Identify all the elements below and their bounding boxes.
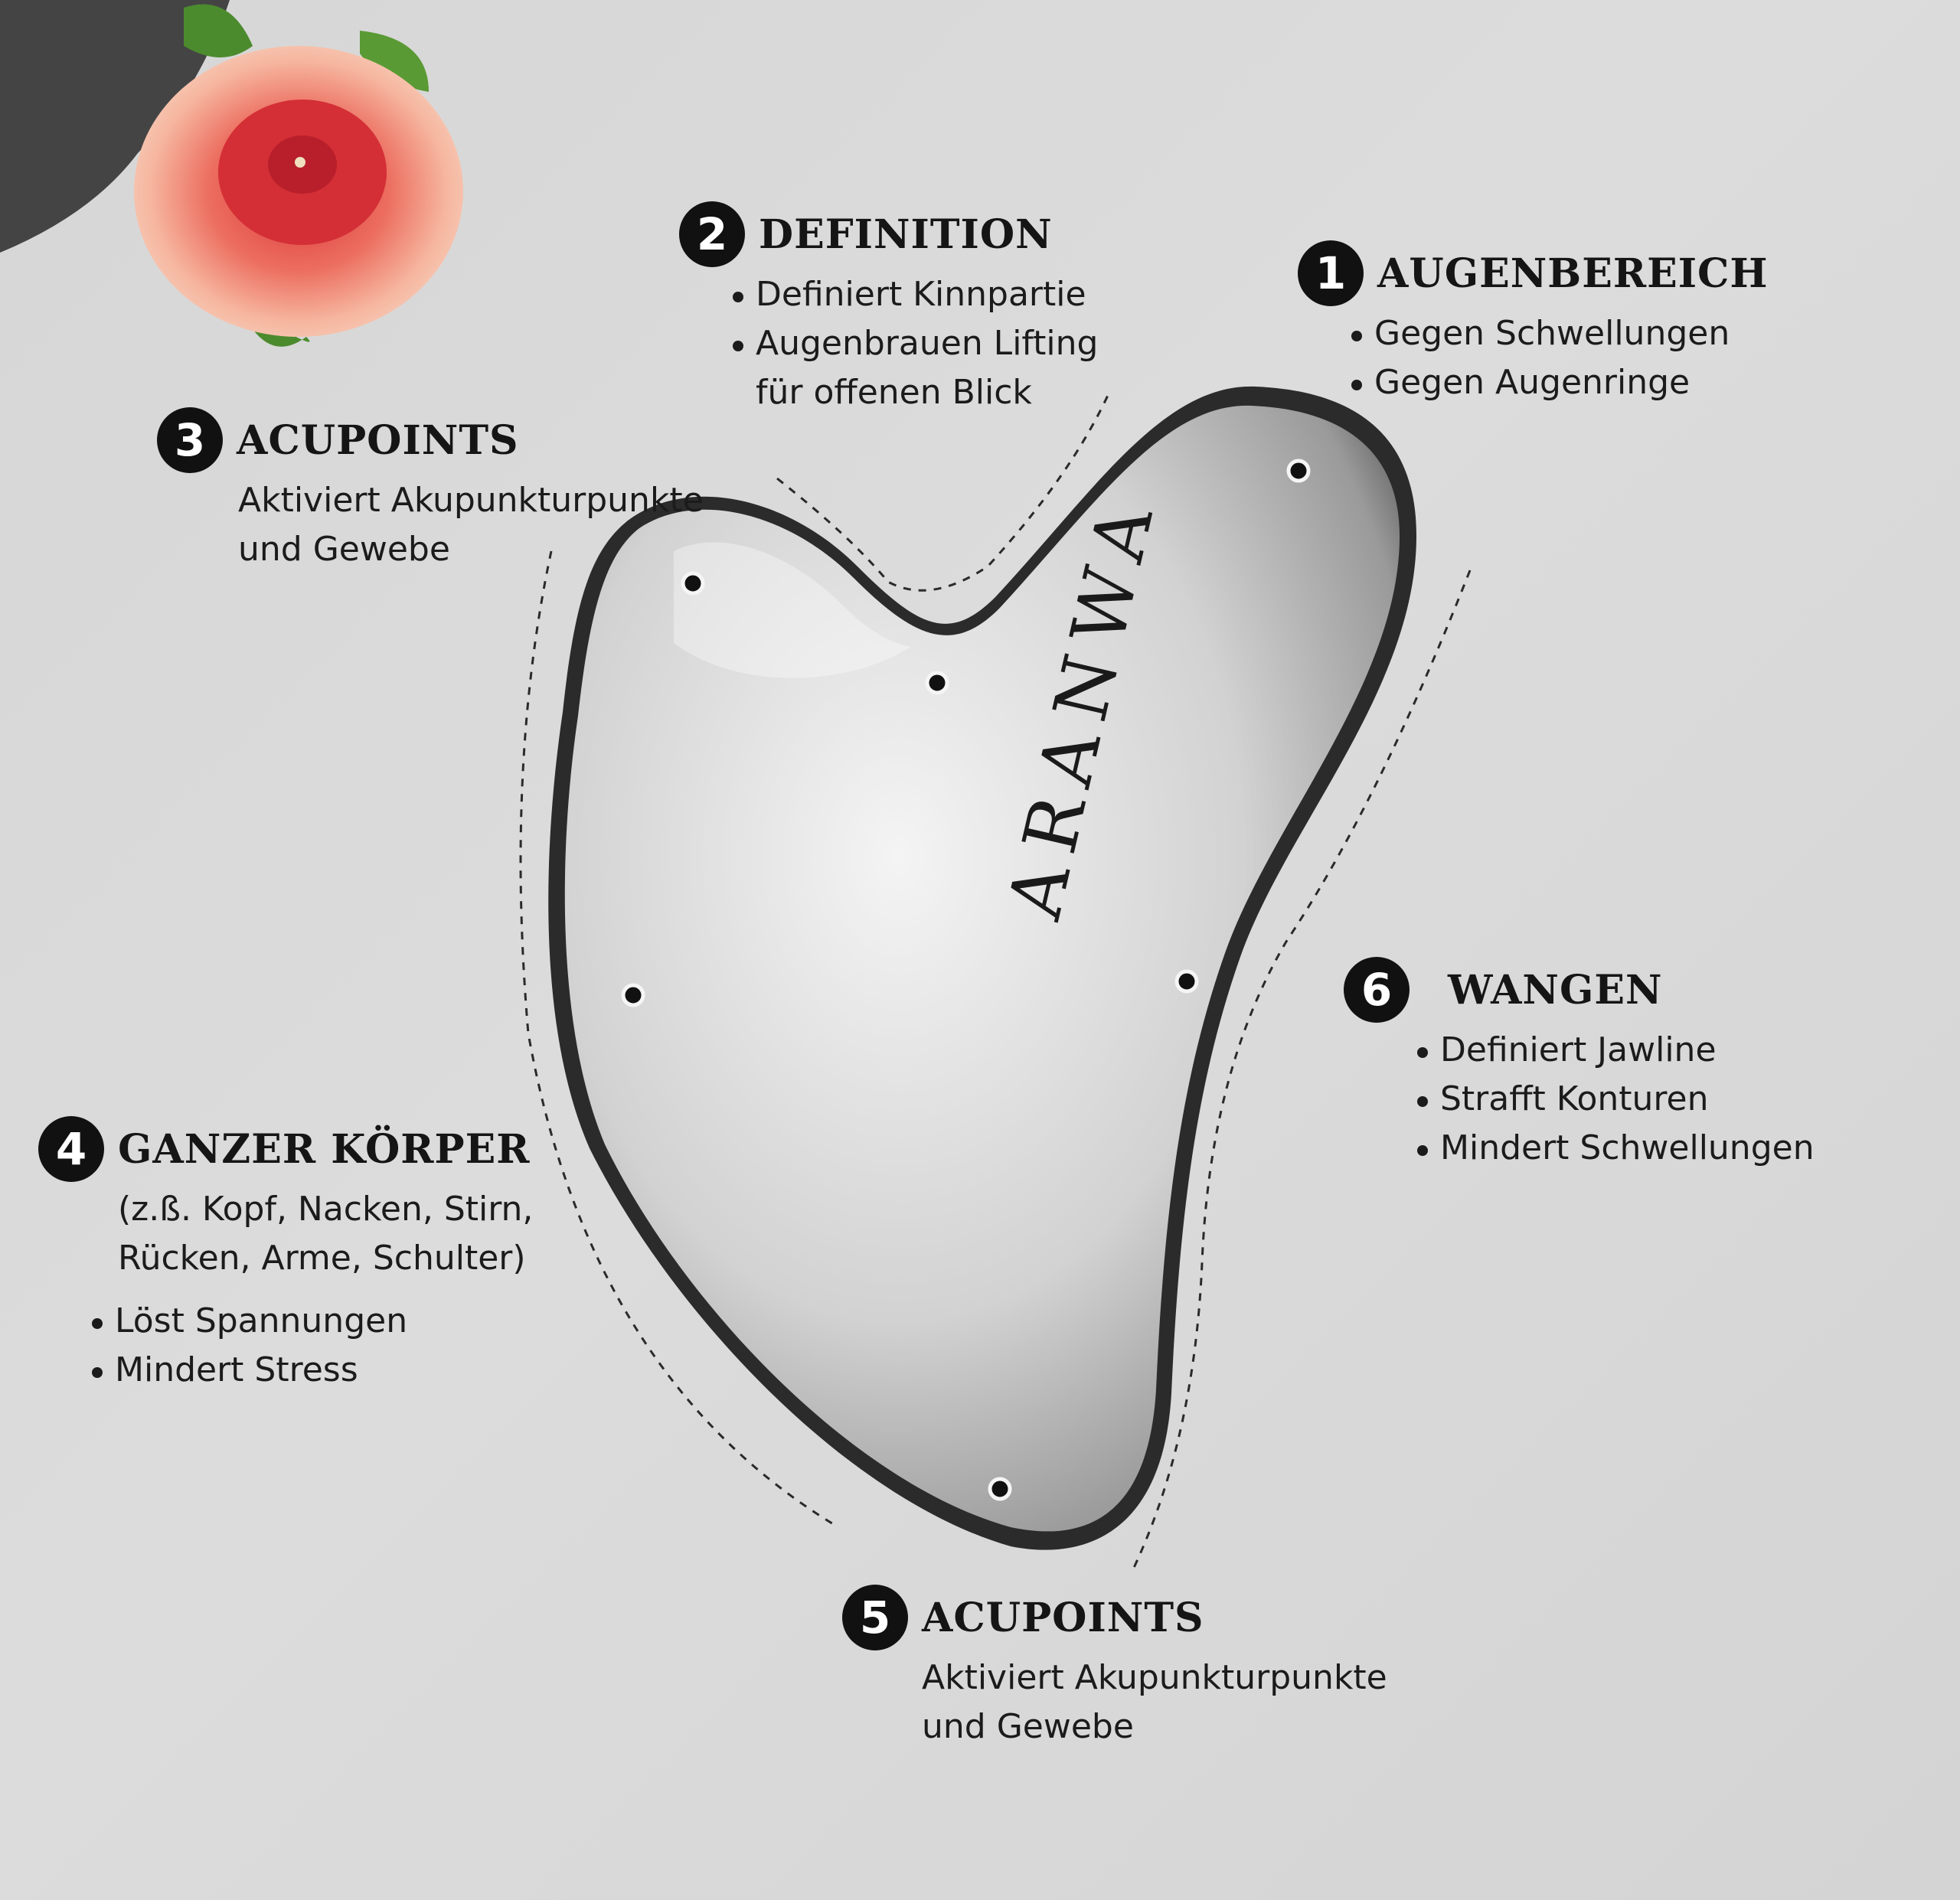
number-badge: 4 bbox=[38, 1116, 104, 1182]
bullet-item: Strafft Konturen bbox=[1414, 1075, 1815, 1124]
callout-title: AUGENBEREICH bbox=[1377, 250, 1769, 297]
callout-definition: 2 DEFINITION Definiert Kinnpartie Augenb… bbox=[679, 201, 1098, 417]
bullet-item: Gegen Augenringe bbox=[1348, 358, 1769, 407]
callout-title: ACUPOINTS bbox=[237, 416, 519, 464]
bullet-item: Löst Spannungen bbox=[89, 1297, 533, 1346]
text-line: (z.ß. Kopf, Nacken, Stirn, bbox=[118, 1190, 534, 1229]
callout-title: GANZER KÖRPER bbox=[118, 1125, 531, 1173]
callout-title: WANGEN bbox=[1448, 966, 1663, 1014]
bullet-item: Definiert Jawline bbox=[1414, 1026, 1815, 1075]
number-badge: 3 bbox=[157, 407, 223, 473]
callout-title: ACUPOINTS bbox=[922, 1594, 1204, 1641]
guide-lines bbox=[519, 390, 1472, 1570]
number-badge: 1 bbox=[1298, 240, 1364, 306]
callout-augenbereich: 1 AUGENBEREICH Gegen Schwellungen Gegen … bbox=[1298, 240, 1769, 407]
bullet-item: Gegen Schwellungen bbox=[1348, 309, 1769, 358]
callout-ganzer-koerper: 4 GANZER KÖRPER (z.ß. Kopf, Nacken, Stir… bbox=[38, 1116, 533, 1395]
text-line: Aktiviert Akupunkturpunkte bbox=[922, 1658, 1387, 1697]
number-badge: 6 bbox=[1344, 957, 1410, 1023]
callout-wangen: 6 WANGEN Definiert Jawline Strafft Kontu… bbox=[1344, 957, 1815, 1173]
text-line: und Gewebe bbox=[238, 530, 450, 569]
rose-icon bbox=[0, 0, 463, 347]
gua-sha-heart-tool bbox=[548, 386, 1417, 1550]
bullet-item: Definiert Kinnpartie bbox=[730, 270, 1098, 319]
acupoint-dots bbox=[621, 459, 1311, 1501]
text-line: und Gewebe bbox=[922, 1707, 1134, 1746]
callout-acupoints-left: 3 ACUPOINTS Aktiviert Akupunkturpunkte u… bbox=[157, 407, 704, 574]
text-line: Rücken, Arme, Schulter) bbox=[118, 1239, 526, 1278]
bullet-item: für offenen Blick bbox=[756, 373, 1032, 412]
callout-acupoints-bottom: 5 ACUPOINTS Aktiviert Akupunkturpunkte u… bbox=[842, 1585, 1387, 1751]
bullet-item: Mindert Stress bbox=[89, 1346, 533, 1395]
callout-title: DEFINITION bbox=[759, 211, 1053, 258]
bullet-item: Augenbrauen Lifting bbox=[730, 319, 1098, 368]
number-badge: 5 bbox=[842, 1585, 908, 1650]
bullet-item: Mindert Schwellungen bbox=[1414, 1124, 1815, 1173]
text-line: Aktiviert Akupunkturpunkte bbox=[238, 481, 704, 520]
number-badge: 2 bbox=[679, 201, 745, 267]
